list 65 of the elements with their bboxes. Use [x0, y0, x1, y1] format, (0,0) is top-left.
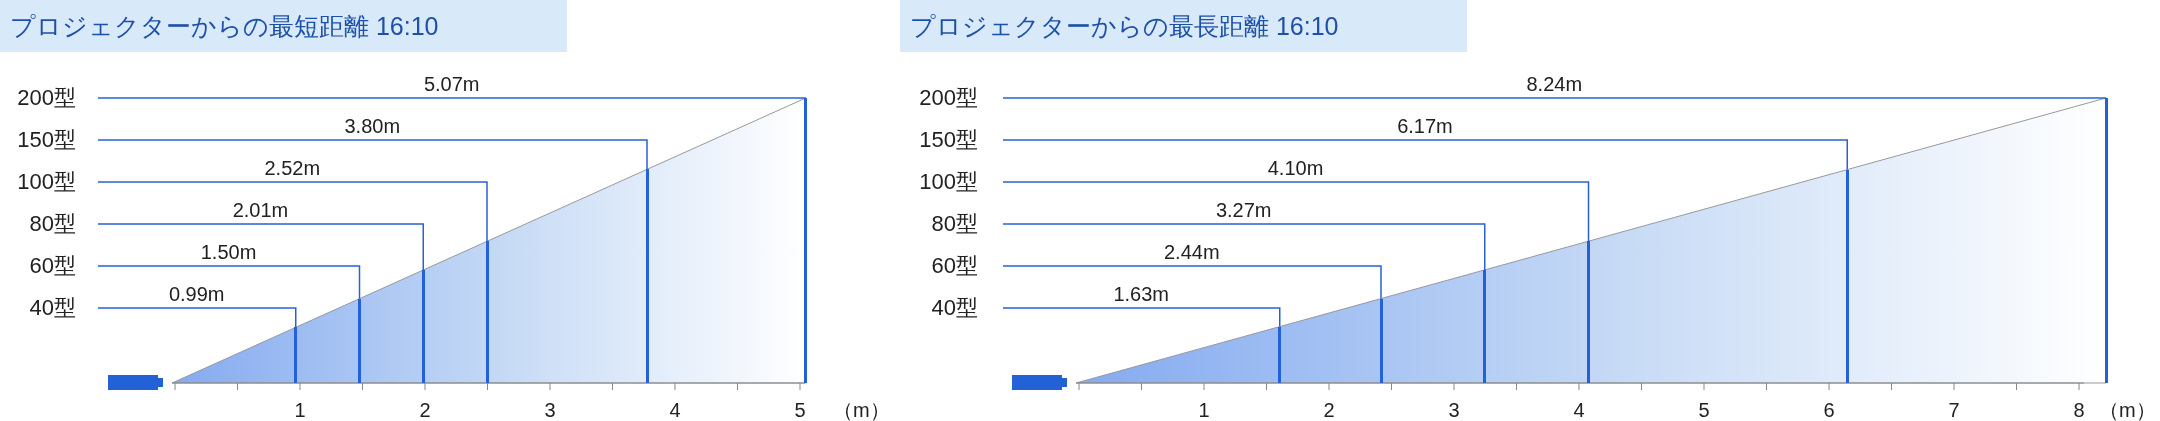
leader-line	[1002, 223, 1486, 271]
axis-number: 3	[544, 399, 556, 421]
size-label: 80型	[0, 211, 98, 237]
size-label: 100型	[0, 169, 98, 195]
axis-number: 4	[1573, 399, 1585, 421]
size-label: 40型	[0, 295, 98, 321]
edge-label: 2.44m	[1164, 241, 1220, 263]
edge-label: 4.10m	[1267, 157, 1324, 179]
size-label: 150型	[888, 127, 1003, 153]
axis-number: 1	[1198, 399, 1210, 421]
edge-label: 0.99m	[168, 283, 225, 305]
unit-label: （m）	[833, 399, 890, 421]
size-label: 60型	[888, 253, 1003, 279]
edge-label: 2.01m	[232, 199, 289, 221]
leader-line	[97, 97, 807, 99]
axis-number: 8	[2073, 399, 2085, 421]
leader-line	[97, 307, 297, 329]
screen-bar	[294, 327, 298, 383]
leader-line	[1002, 139, 1848, 171]
edge-label: 3.80m	[344, 115, 401, 137]
edge-label: 5.07m	[423, 73, 480, 95]
section-heading: プロジェクターからの最短距離 16:10	[0, 0, 567, 52]
size-label: 80型	[888, 211, 1003, 237]
size-label: 200型	[0, 85, 98, 111]
screen-bar	[1845, 169, 1849, 383]
leader-line	[1002, 307, 1281, 328]
axis-number: 6	[1823, 399, 1835, 421]
edge-label: 6.17m	[1397, 115, 1453, 137]
axis-number: 5	[794, 399, 806, 421]
screen-bar	[2104, 98, 2108, 383]
screen-bar	[358, 298, 361, 383]
edge-label: 1.50m	[200, 241, 257, 263]
screen-bar	[1379, 298, 1383, 383]
leader-line	[97, 223, 424, 271]
leader-line	[1002, 97, 2107, 99]
leader-line	[97, 181, 488, 243]
leader-line	[1002, 181, 1590, 242]
screen-bar	[421, 270, 425, 383]
axis-number: 1	[294, 399, 306, 421]
edge-label: 1.63m	[1113, 283, 1169, 305]
screen-bar	[1587, 241, 1590, 383]
edge-label: 8.24m	[1526, 73, 1583, 95]
axis-number: 3	[1448, 399, 1460, 421]
size-label: 100型	[888, 169, 1003, 195]
screen-bar	[1483, 269, 1487, 383]
edge-label: 3.27m	[1215, 199, 1272, 221]
axis-number: 5	[1698, 399, 1710, 421]
leader-line	[1002, 265, 1382, 300]
axis-number: 4	[669, 399, 681, 421]
unit-label: （m）	[2099, 399, 2156, 421]
screen-bar	[804, 98, 808, 383]
leader-line	[97, 265, 361, 300]
size-label: 200型	[888, 85, 1003, 111]
screen-bar	[645, 169, 649, 383]
axis-number: 7	[1948, 399, 1960, 421]
edge-label: 2.52m	[264, 157, 321, 179]
size-label: 60型	[0, 253, 98, 279]
section-heading: プロジェクターからの最長距離 16:10	[900, 0, 1467, 52]
size-label: 40型	[888, 295, 1003, 321]
axis-number: 2	[419, 399, 431, 421]
axis-number: 2	[1323, 399, 1335, 421]
size-label: 150型	[0, 127, 98, 153]
screen-bar	[485, 241, 489, 383]
screen-bar	[1278, 326, 1282, 383]
leader-line	[97, 139, 648, 171]
